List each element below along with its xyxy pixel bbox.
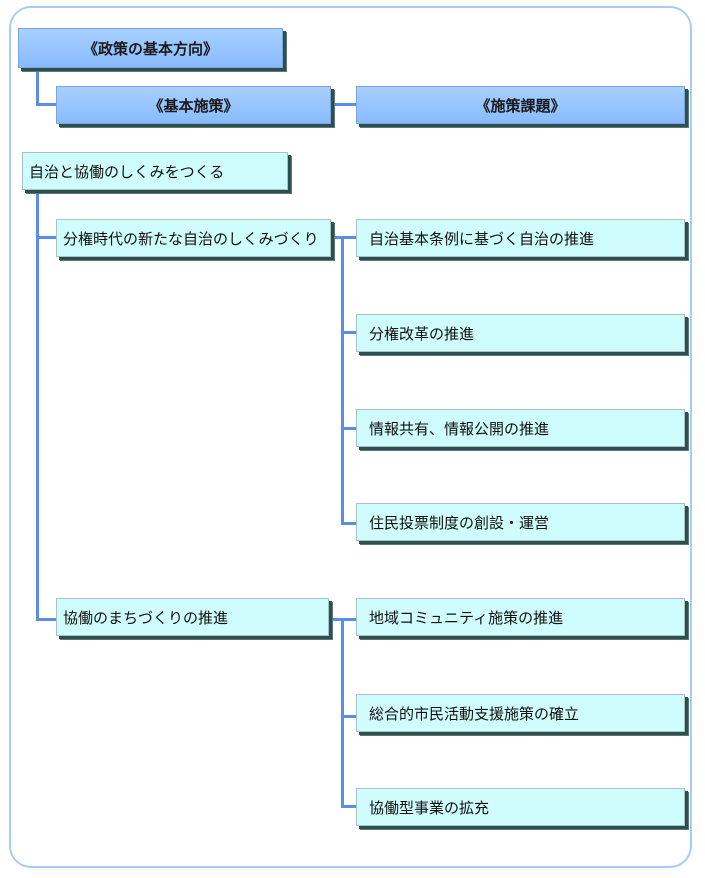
issue-node-2-3: 協働型事業の拡充 xyxy=(356,788,685,826)
header-policy-direction: 《政策の基本方向》 xyxy=(18,28,283,68)
connector-issues-1-trunk xyxy=(341,236,344,525)
connector-issue-1-1 xyxy=(341,331,356,334)
connector-measure-1 xyxy=(36,236,56,239)
header-basic-measures: 《基本施策》 xyxy=(56,86,331,124)
issue-node-1-3: 情報共有、情報公開の推進 xyxy=(356,409,685,447)
issue-node-1-4: 住民投票制度の創設・運営 xyxy=(356,503,685,541)
connector-issue-1-3 xyxy=(341,522,356,525)
connector-header-horizontal xyxy=(36,103,58,106)
measure-node-2: 協働のまちづくりの推進 xyxy=(56,598,329,636)
connector-issues-2-trunk xyxy=(341,618,344,808)
measure-node-1: 分権時代の新たな自治のしくみづくり xyxy=(56,219,331,257)
connector-measure-2 xyxy=(36,618,56,621)
connector-policy-trunk xyxy=(36,191,39,621)
diagram-frame xyxy=(9,6,692,868)
connector-header-middle xyxy=(331,103,357,106)
issue-node-1-2: 分権改革の推進 xyxy=(356,314,685,352)
connector-header-vertical xyxy=(36,70,39,106)
issue-node-2-2: 総合的市民活動支援施策の確立 xyxy=(356,694,685,732)
issue-node-1-1: 自治基本条例に基づく自治の推進 xyxy=(356,219,685,257)
issue-node-2-1: 地域コミュニティ施策の推進 xyxy=(356,598,685,636)
connector-issue-1-2 xyxy=(341,427,356,430)
connector-issue-2-1 xyxy=(341,715,356,718)
policy-node: 自治と協働のしくみをつくる xyxy=(22,152,288,190)
header-measure-issues: 《施策課題》 xyxy=(356,86,685,124)
connector-issue-2-2 xyxy=(341,805,356,808)
